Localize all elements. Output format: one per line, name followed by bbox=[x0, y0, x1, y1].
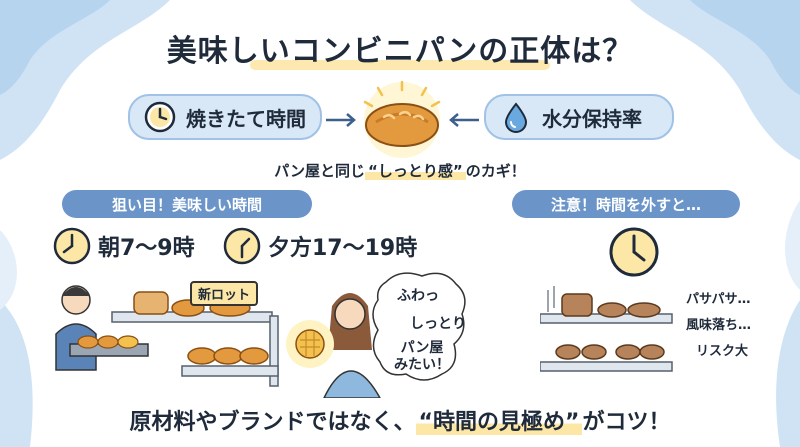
factor-pill-moisture: 水分保持率 bbox=[484, 94, 674, 140]
section-header-best-time: 狙い目！美味しい時間 bbox=[62, 190, 312, 218]
clock-icon bbox=[144, 101, 176, 133]
bubble-line: パン屋 bbox=[400, 340, 444, 356]
clock-icon bbox=[53, 227, 91, 265]
bubble-line: みたい！ bbox=[394, 357, 450, 373]
factor-label: 焼きたて時間 bbox=[186, 106, 306, 131]
bottom-prefix: 原材料やブランドではなく、 bbox=[129, 410, 416, 435]
bubble-text-panya: パン屋 みたい！ bbox=[392, 340, 452, 374]
arrow-icon bbox=[449, 113, 479, 127]
caption-suffix: のカギ！ bbox=[465, 162, 526, 180]
water-drop-icon bbox=[504, 102, 528, 133]
bubble-text-shittori: しっとり bbox=[410, 316, 466, 332]
stale-bread-shelves bbox=[540, 286, 673, 372]
clock-icon bbox=[609, 227, 659, 277]
bubble-text-fuwa: ふわっ bbox=[397, 288, 439, 304]
page-title: 美味しいコンビニパンの正体は？ bbox=[166, 34, 634, 69]
bottom-suffix: がコツ！ bbox=[582, 410, 671, 435]
factor-label: 水分保持率 bbox=[542, 106, 642, 131]
warning-item-flavor: 風味落ち… bbox=[686, 318, 752, 333]
bottom-message: 原材料やブランドではなく、“時間の見極め”がコツ！ bbox=[0, 404, 800, 436]
new-lot-tag: 新ロット bbox=[190, 281, 259, 306]
bottom-highlight: “時間の見極め” bbox=[415, 410, 583, 435]
caption: パン屋と同じ“しっとり感”のカギ！ bbox=[0, 160, 800, 181]
caption-highlight: “しっとり感” bbox=[365, 162, 466, 180]
time-evening: 夕方17〜19時 bbox=[268, 236, 418, 261]
title-highlight bbox=[250, 60, 550, 70]
warning-item-dry: パサパサ… bbox=[686, 292, 751, 307]
store-illustration bbox=[55, 272, 466, 398]
section-header-warning: 注意！時間を外すと… bbox=[512, 190, 740, 218]
time-morning: 朝7〜9時 bbox=[98, 236, 195, 261]
factor-pill-baking-time: 焼きたて時間 bbox=[128, 94, 322, 140]
warning-item-risk: リスク大 bbox=[696, 344, 749, 359]
arrow-icon bbox=[326, 113, 356, 127]
caption-prefix: パン屋と同じ bbox=[274, 162, 366, 180]
clock-icon bbox=[223, 227, 261, 265]
bread-hero bbox=[326, 80, 479, 158]
bread-icon bbox=[365, 103, 439, 147]
